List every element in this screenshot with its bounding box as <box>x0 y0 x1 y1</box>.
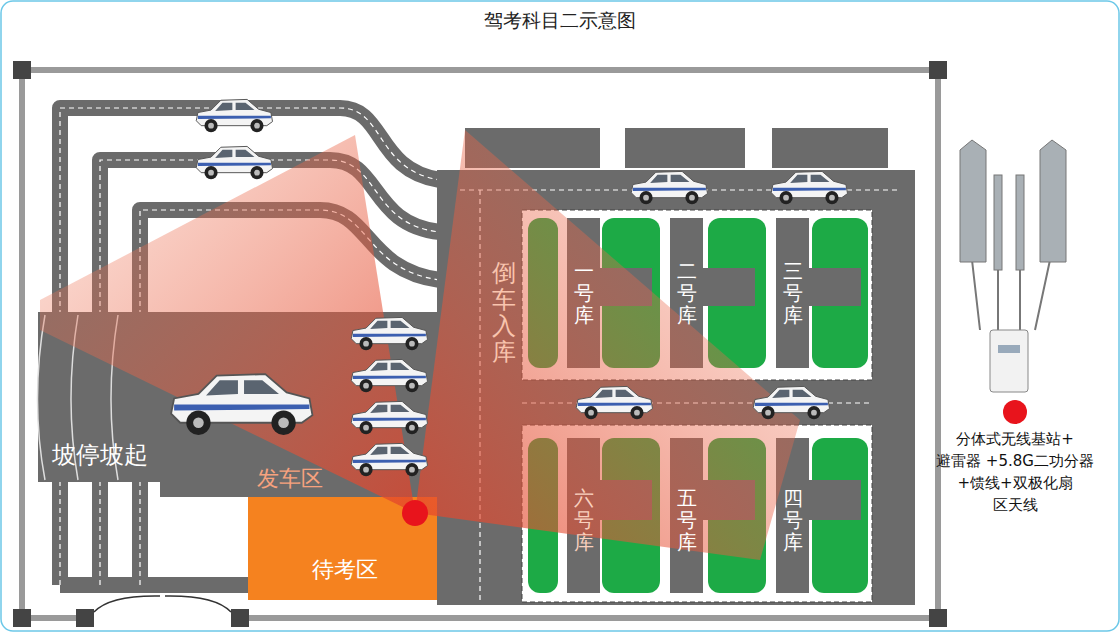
area-region: 五号库 <box>670 475 703 565</box>
callout-text: 分体式无线基站+ 避雷器 +5.8G二功分器 +馈线+双极化扇 区天线 <box>935 428 1095 516</box>
area-label: 倒车入库 <box>492 260 516 366</box>
area-label: 待考区 <box>312 555 378 585</box>
area-label: 三号库 <box>783 260 803 326</box>
diagram-title: 驾考科目二示意图 <box>0 8 1120 34</box>
area-label: 四号库 <box>783 487 803 553</box>
area-region: 一号库 <box>567 248 600 338</box>
area-region: 倒车入库 <box>486 248 522 378</box>
area-label: 发车区 <box>257 464 323 494</box>
area-region: 坡停坡起 <box>40 430 160 480</box>
area-region: 三号库 <box>776 248 809 338</box>
area-region: 四号库 <box>776 475 809 565</box>
area-label: 二号库 <box>677 260 697 326</box>
area-region: 六号库 <box>567 475 600 565</box>
area-region: 发车区 <box>235 462 345 496</box>
area-label: 六号库 <box>574 487 594 553</box>
area-label: 五号库 <box>677 487 697 553</box>
area-label: 一号库 <box>574 260 594 326</box>
area-region: 二号库 <box>670 248 703 338</box>
area-label: 坡停坡起 <box>52 439 148 471</box>
area-region: 待考区 <box>270 550 420 590</box>
